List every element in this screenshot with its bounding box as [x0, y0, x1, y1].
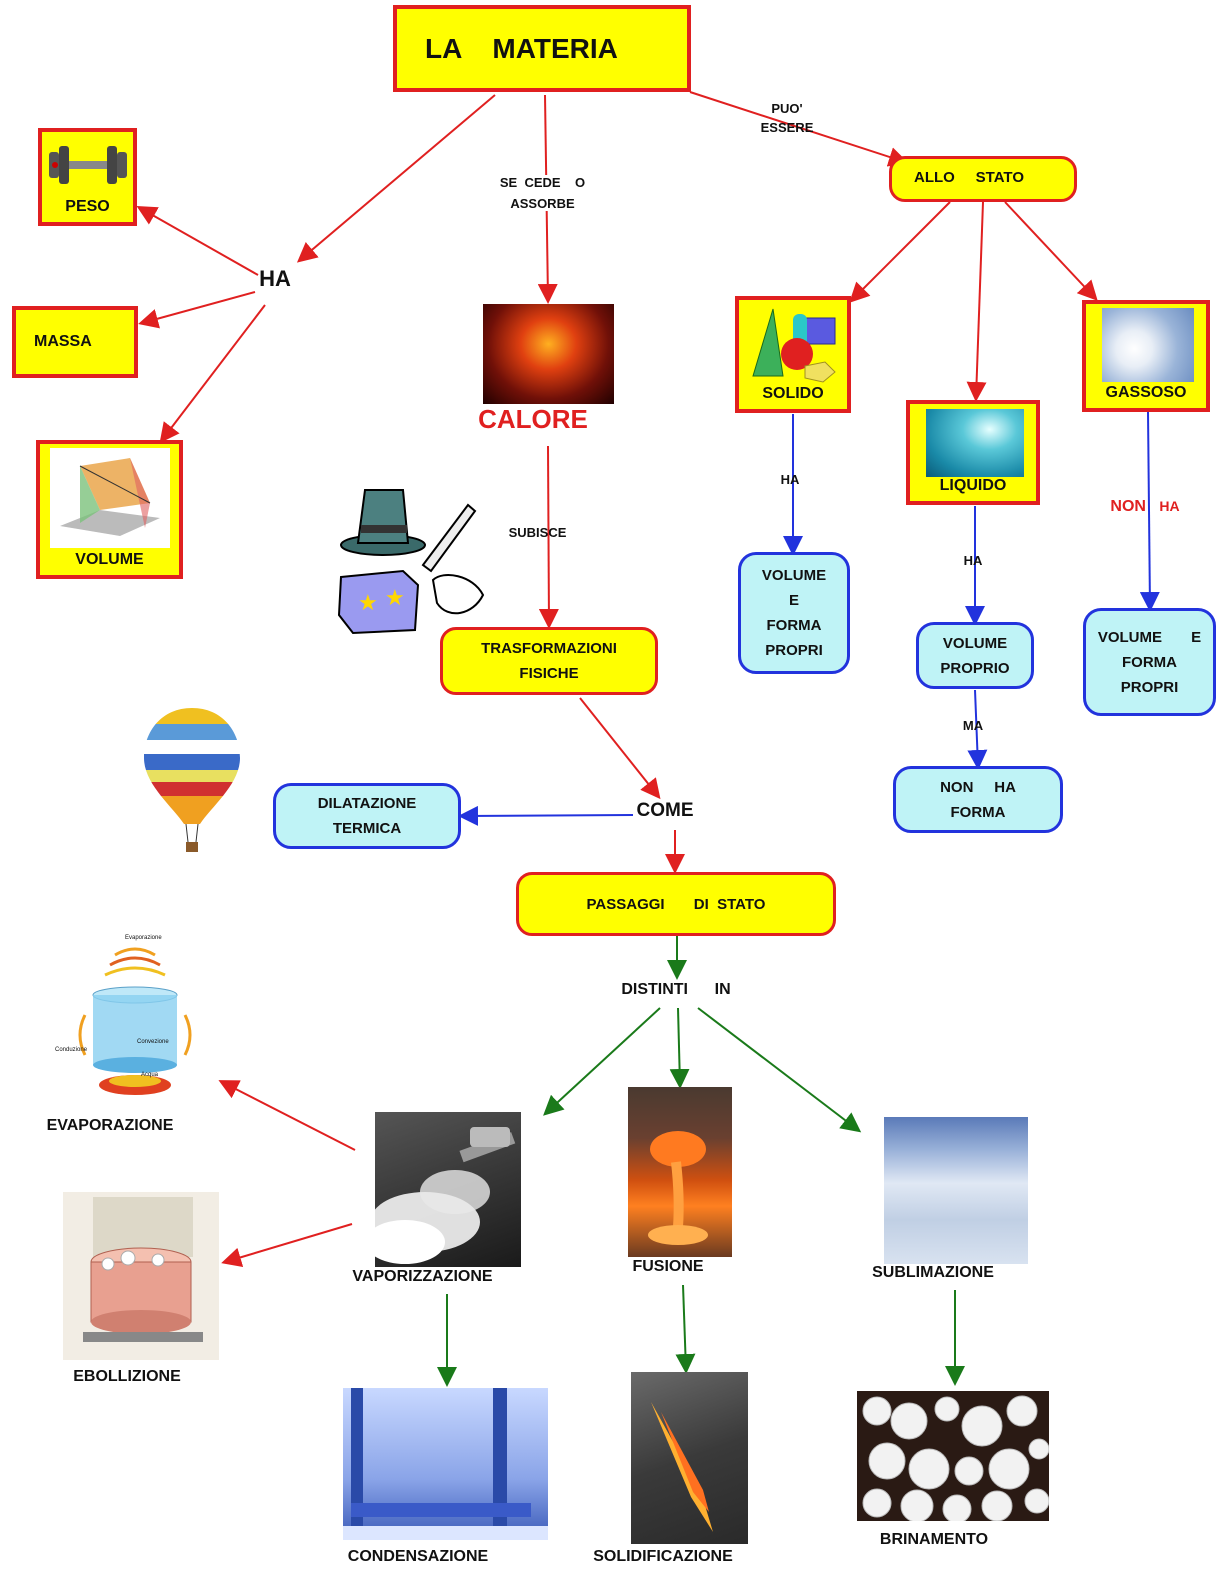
hot-blade-drawing [651, 1402, 713, 1532]
hot-air-balloon-icon [144, 708, 240, 852]
cube-volume-icon [50, 448, 170, 548]
vaporizzazione-label: VAPORIZZAZIONE [352, 1268, 493, 1285]
link-subisce: SUBISCE [508, 525, 567, 540]
peso-label: PESO [65, 198, 110, 215]
arrow-proprio-forma [967, 689, 988, 770]
solido-box: SOLIDO [735, 296, 851, 413]
link-ha-main: HA [259, 266, 291, 291]
arrow-ha-volume [159, 304, 266, 444]
molten-metal-drawing [648, 1131, 708, 1245]
arrow-gassoso-desc [1139, 411, 1160, 612]
arrow-come-dilatazione [458, 805, 634, 826]
liquido-desc2-box: NON HA FORMA [893, 766, 1063, 833]
massa-box: MASSA [12, 306, 138, 378]
gassoso-desc-box: VOLUME E FORMA PROPRI [1083, 608, 1216, 716]
condensazione-label: CONDENSAZIONE [347, 1548, 489, 1565]
evaporazione-top-label: Evaporazione [125, 935, 162, 941]
molten-metal-image [628, 1087, 732, 1257]
sublimazione-label: SUBLIMAZIONE [872, 1264, 994, 1281]
massa-label: MASSA [34, 333, 92, 350]
trasformazioni-box: TRASFORMAZIONI FISICHE [440, 627, 658, 695]
liquido-desc-box: VOLUME PROPRIO [916, 622, 1034, 689]
link-non-ha-gassoso: NON HA [1110, 498, 1180, 515]
steam-iron-image [375, 1112, 521, 1267]
link-come: COME [636, 800, 694, 821]
cloud-image [1102, 308, 1194, 382]
volume-label: VOLUME [75, 551, 144, 568]
evaporazione-label: EVAPORAZIONE [46, 1117, 174, 1134]
link-ha-liquido: HA [963, 553, 983, 568]
window-frame-drawing [343, 1388, 548, 1540]
arrow-distinti-vap [543, 1007, 661, 1116]
arrow-materia-stato [689, 91, 909, 167]
evaporation-diagram-icon [78, 947, 192, 1095]
link-puo-essere: PUO' ESSERE [760, 101, 814, 135]
hot-blade-image [631, 1372, 748, 1544]
solido-label: SOLIDO [762, 385, 824, 402]
arrow-distinti-fus [669, 1007, 690, 1089]
liquido-label: LIQUIDO [939, 477, 1007, 494]
arrow-vap-evap [218, 1080, 356, 1151]
brinamento-label: BRINAMENTO [879, 1531, 989, 1548]
arrow-ha-massa [138, 291, 256, 329]
solidificazione-label: SOLIDIFICAZIONE [593, 1548, 733, 1565]
arrow-calore-trasf [538, 445, 559, 629]
arrow-stato-liquido [966, 201, 987, 402]
gassoso-box: GASSOSO [1082, 300, 1210, 412]
volume-box: VOLUME [36, 440, 183, 579]
arrow-vap-ebol [221, 1223, 353, 1267]
fusione-label: FUSIONE [632, 1258, 704, 1275]
arrow-stato-solido [849, 201, 951, 303]
allo-stato-box: ALLO STATO [889, 156, 1077, 202]
magic-hat-icon: ★ ★ [337, 489, 485, 635]
convezione-label: Convezione [137, 1039, 169, 1045]
svg-text:★: ★ [358, 590, 378, 615]
link-ma: MA [962, 718, 984, 733]
arrow-stato-gassoso [1004, 201, 1098, 301]
clouds-sky-image [884, 1117, 1028, 1264]
link-se-cede: SE CEDE O ASSORBE [480, 175, 605, 211]
dilatazione-box: DILATAZIONE TERMICA [273, 783, 461, 849]
link-distinti-in: DISTINTI IN [621, 981, 731, 998]
arrow-distinti-sub [697, 1007, 862, 1133]
conduzione-label: Conduzione [55, 1047, 88, 1053]
frost-drawing [862, 1395, 1049, 1521]
boiling-pot-image [63, 1192, 219, 1360]
steam-iron-drawing [375, 1127, 516, 1264]
liquido-box: LIQUIDO [906, 400, 1040, 505]
peso-box: PESO [38, 128, 137, 226]
calore-label: CALORE [478, 404, 588, 434]
arrow-ha-peso [136, 206, 259, 276]
arrow-materia-ha [296, 94, 496, 263]
dumbbell-icon [49, 146, 127, 184]
shapes-icon [752, 308, 836, 383]
arrow-fus-solid [675, 1284, 696, 1374]
svg-text:★: ★ [385, 585, 405, 610]
link-ha-solido: HA [780, 472, 800, 487]
evaporation-pot-image: Evaporazione Conduzione Convezione Acqua [55, 935, 215, 1115]
frost-image [857, 1391, 1049, 1521]
arrow-trasf-come [579, 697, 661, 800]
acqua-label: Acqua [141, 1072, 159, 1078]
gassoso-label: GASSOSO [1105, 384, 1187, 401]
passaggi-box: PASSAGGI DI STATO [516, 872, 836, 936]
boiling-pot-drawing [83, 1197, 203, 1342]
title-text: LA MATERIA [425, 32, 618, 64]
title-box: LA MATERIA [393, 5, 691, 92]
frosted-window-image [343, 1388, 548, 1540]
solido-desc-box: VOLUME E FORMA PROPRI [738, 552, 850, 674]
fire-image [483, 304, 614, 404]
ebollizione-label: EBOLLIZIONE [73, 1368, 181, 1385]
water-splash-image [926, 409, 1024, 477]
